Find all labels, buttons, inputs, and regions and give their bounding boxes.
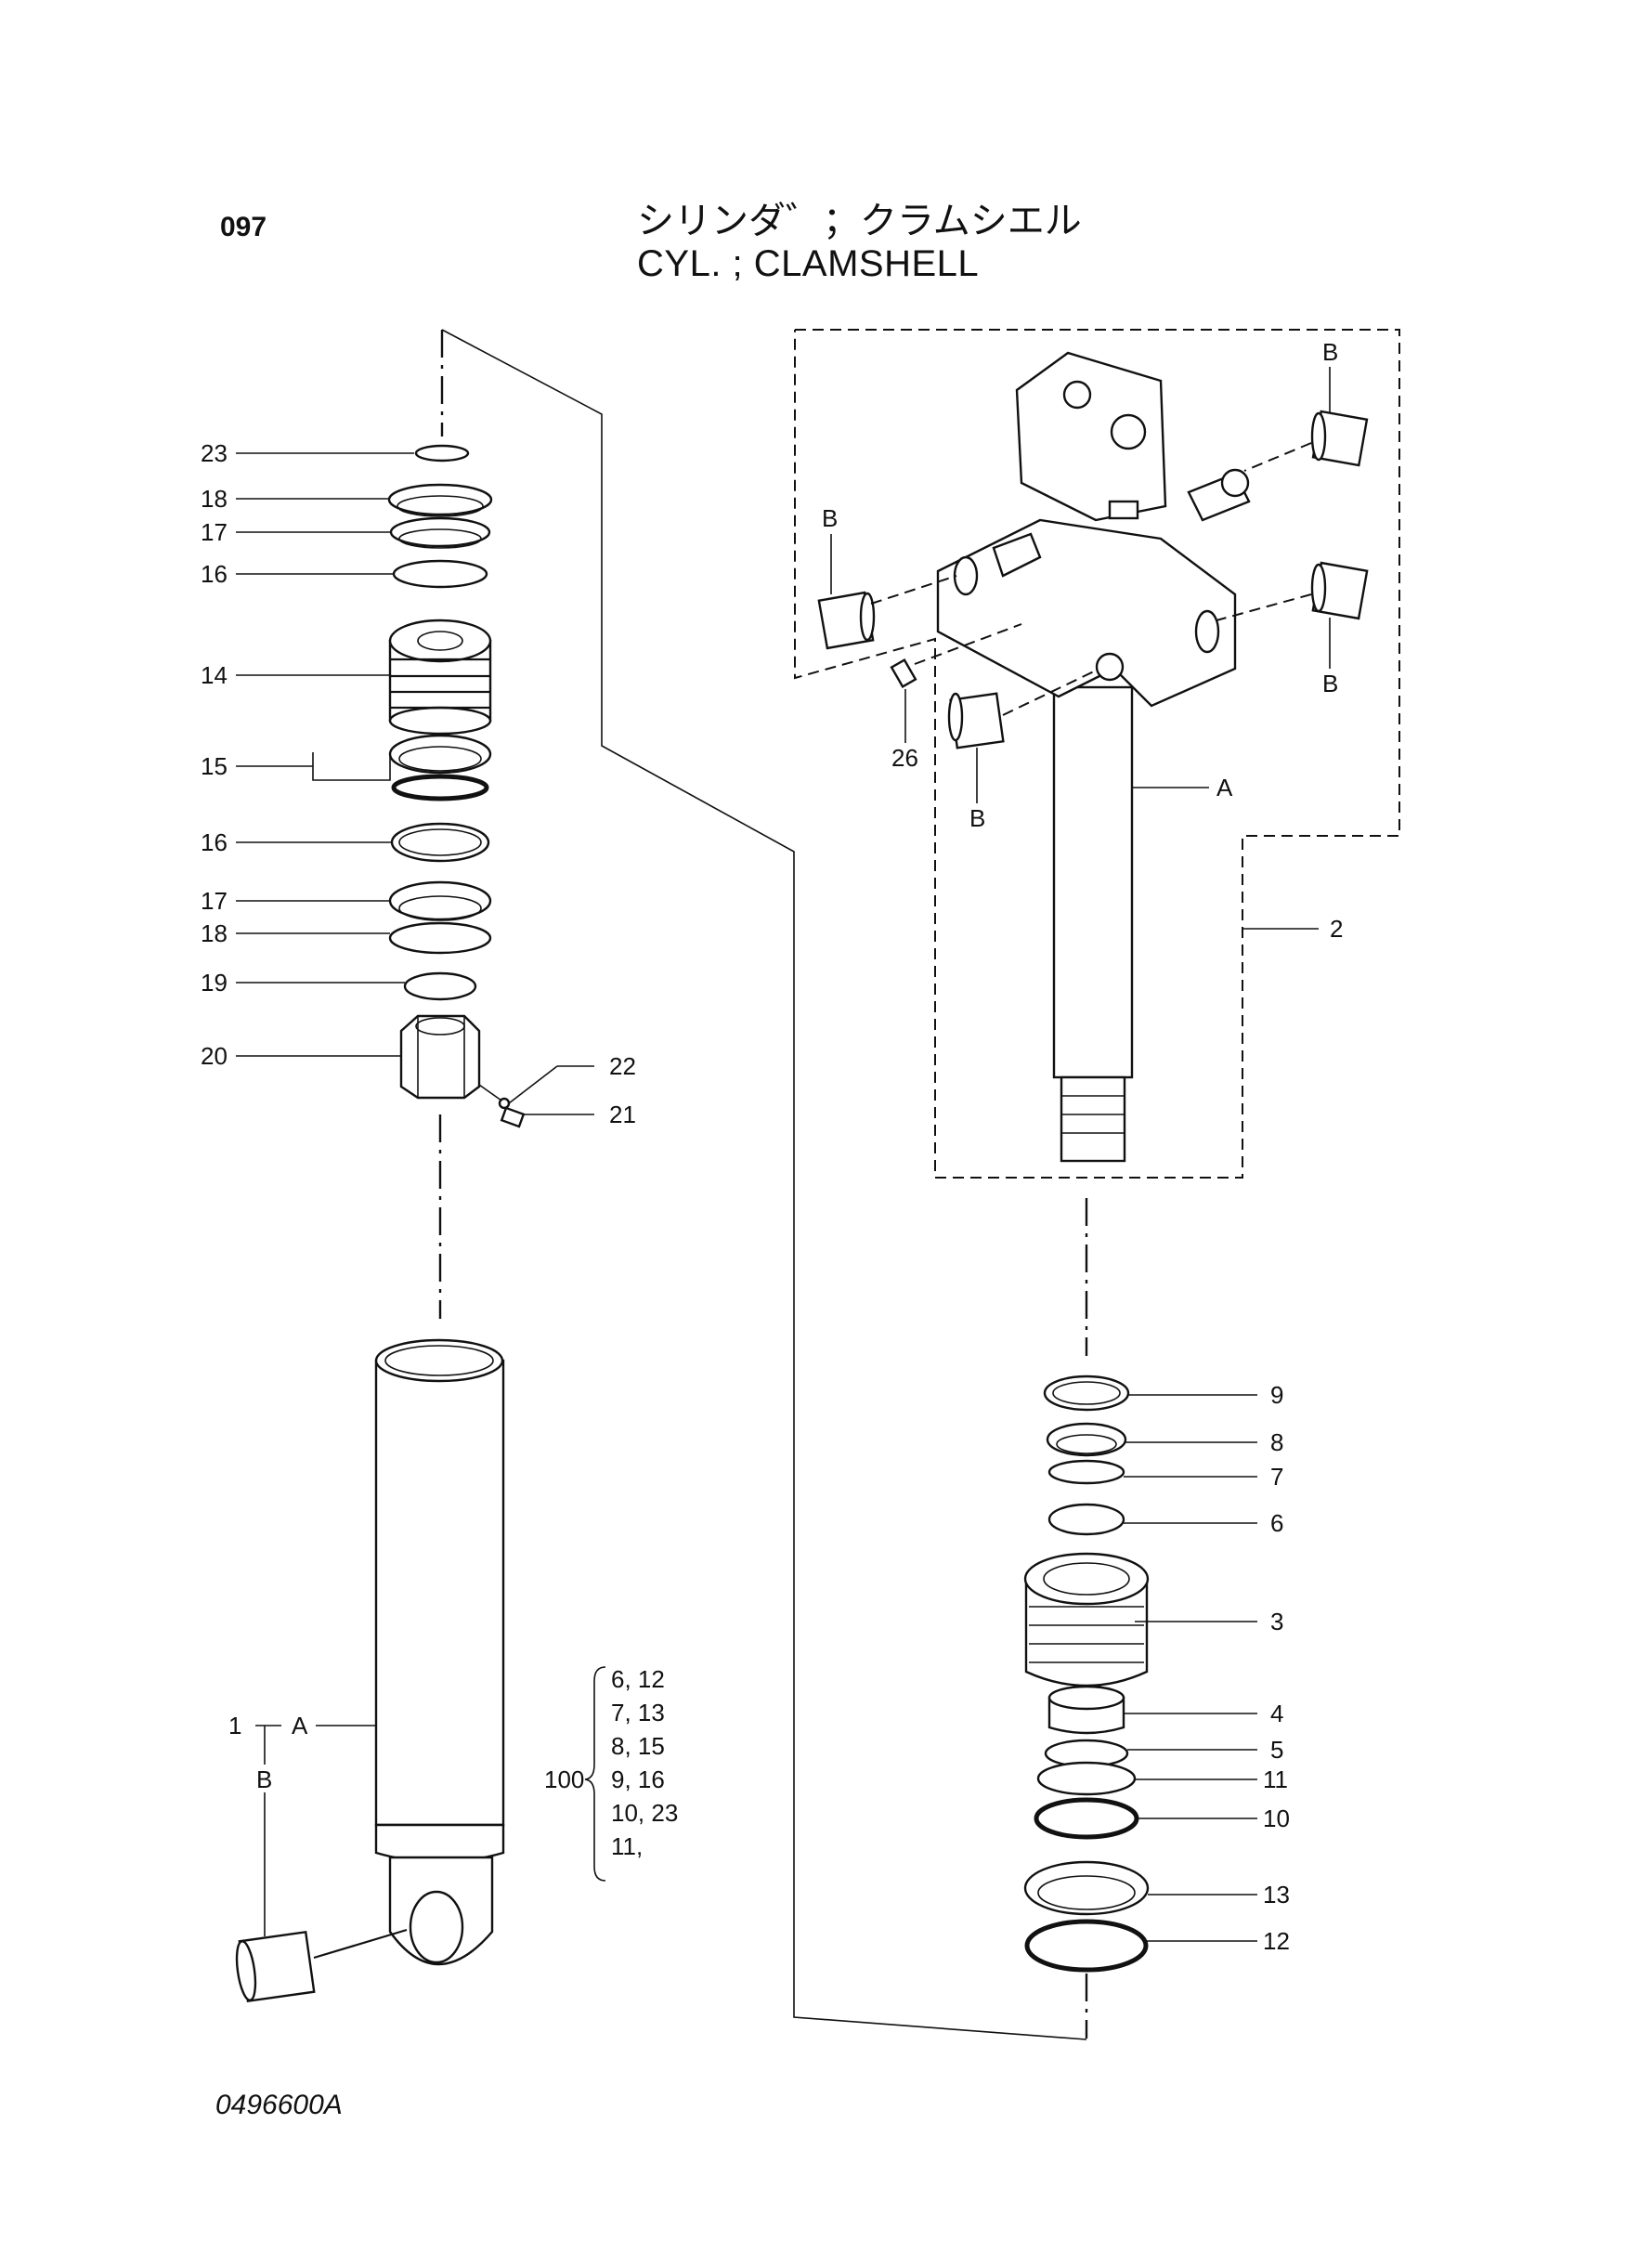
callout-1-A: A — [292, 1712, 308, 1739]
callout-5: 5 — [1270, 1736, 1283, 1764]
kit-line: 10, 23 — [611, 1799, 679, 1827]
callout-7: 7 — [1270, 1463, 1283, 1491]
part-18-backup-ring-upper — [387, 483, 493, 517]
callout-16-lower: 16 — [201, 828, 228, 856]
kit-line: 9, 16 — [611, 1765, 665, 1793]
callout-B-2: B — [822, 504, 838, 532]
callout-8: 8 — [1270, 1428, 1283, 1456]
part-13-dust-seal — [1023, 1860, 1150, 1916]
part-11-ring — [1036, 1761, 1137, 1796]
callout-26: 26 — [891, 744, 918, 772]
callout-13: 13 — [1263, 1881, 1290, 1909]
part-20-nut — [399, 1014, 481, 1100]
callout-B-1: B — [1322, 338, 1338, 366]
callout-15: 15 — [201, 752, 228, 780]
callout-23: 23 — [201, 439, 228, 467]
page-number: 097 — [220, 212, 267, 242]
part-B-bushing-2 — [817, 591, 876, 650]
part-23-oring — [414, 444, 470, 463]
part-16-ring-lower — [390, 822, 490, 863]
part-10-seal — [1034, 1797, 1139, 1840]
callout-14: 14 — [201, 661, 228, 689]
part-16-ring-upper — [392, 559, 488, 589]
part-9-ring — [1043, 1375, 1130, 1412]
callout-18-upper: 18 — [201, 485, 228, 513]
part-B-bushing-4 — [947, 692, 1005, 749]
callout-2: 2 — [1330, 915, 1343, 943]
callout-16-upper: 16 — [201, 560, 228, 588]
kit-number: 100 — [544, 1765, 584, 1793]
part-21-set-screw — [500, 1106, 526, 1128]
kit-contents-list: 6, 12 7, 13 8, 15 9, 16 10, 23 11, — [611, 1662, 678, 1863]
callout-3: 3 — [1270, 1608, 1283, 1635]
kit-brace — [584, 1666, 606, 1882]
part-B-bushing-3 — [1310, 561, 1369, 620]
leaders-right — [830, 367, 1331, 1942]
part-3-rod-cover — [1023, 1552, 1150, 1687]
part-22-ball — [478, 1084, 511, 1110]
callout-1: 1 — [228, 1712, 241, 1739]
leader-bushing-1 — [1243, 442, 1312, 472]
part-15-wear-ring — [388, 734, 492, 801]
callout-10: 10 — [1263, 1804, 1290, 1832]
callout-B-4: B — [969, 804, 985, 832]
drawing-number: 0496600A — [215, 2090, 343, 2120]
callout-B-3: B — [1322, 670, 1338, 697]
kit-line: 6, 12 — [611, 1665, 665, 1693]
leader-bushing-2 — [870, 575, 957, 605]
rod-assembly-box — [794, 329, 1400, 1179]
part-4-bushing — [1047, 1685, 1125, 1735]
part-12-ring — [1024, 1919, 1149, 1973]
callout-17-upper: 17 — [201, 518, 228, 546]
callout-6: 6 — [1270, 1509, 1283, 1537]
part-7-backup — [1047, 1459, 1125, 1485]
callout-1-B: B — [256, 1765, 272, 1793]
callout-11: 11 — [1263, 1765, 1288, 1793]
part-8-seal — [1046, 1422, 1127, 1457]
callout-A: A — [1216, 774, 1233, 801]
part-B-bushing-1 — [1310, 410, 1369, 467]
callout-17-lower: 17 — [201, 887, 228, 915]
assembly-boundary-line — [441, 329, 1087, 2040]
leader-grease — [914, 623, 1022, 665]
callout-9: 9 — [1270, 1381, 1283, 1409]
rod-head-eye — [936, 351, 1251, 708]
part-19-oring — [403, 971, 477, 1001]
callout-4: 4 — [1270, 1700, 1283, 1727]
part-14-piston-packing — [388, 619, 492, 736]
part-1-cylinder-tube — [374, 1338, 505, 1965]
callout-21: 21 — [609, 1101, 636, 1128]
title-english: CYL. ; CLAMSHELL — [637, 243, 980, 284]
callout-22: 22 — [609, 1052, 636, 1080]
kit-line: 11, — [611, 1832, 644, 1860]
kit-line: 8, 15 — [611, 1732, 665, 1760]
part-2-piston-rod — [1052, 685, 1134, 1163]
part-18-backup-ring-lower — [388, 921, 492, 955]
title-japanese: シリンダ゛；クラムシエル — [637, 201, 1082, 241]
leaders-left — [236, 452, 594, 1936]
part-6-oring — [1047, 1503, 1125, 1536]
callout-labels: 23 18 17 16 14 15 16 17 18 19 20 22 21 1… — [201, 338, 1343, 1955]
callout-19: 19 — [201, 969, 228, 997]
leader-bushing-left — [313, 1928, 408, 1960]
part-17-seal-lower — [388, 880, 492, 921]
part-17-seal-upper — [389, 516, 491, 549]
part-26-grease-fitting — [890, 658, 917, 689]
kit-line: 7, 13 — [611, 1699, 665, 1726]
callout-20: 20 — [201, 1042, 228, 1070]
callout-12: 12 — [1263, 1927, 1290, 1955]
part-B-bushing-left — [235, 1930, 316, 2003]
callout-18-lower: 18 — [201, 919, 228, 947]
